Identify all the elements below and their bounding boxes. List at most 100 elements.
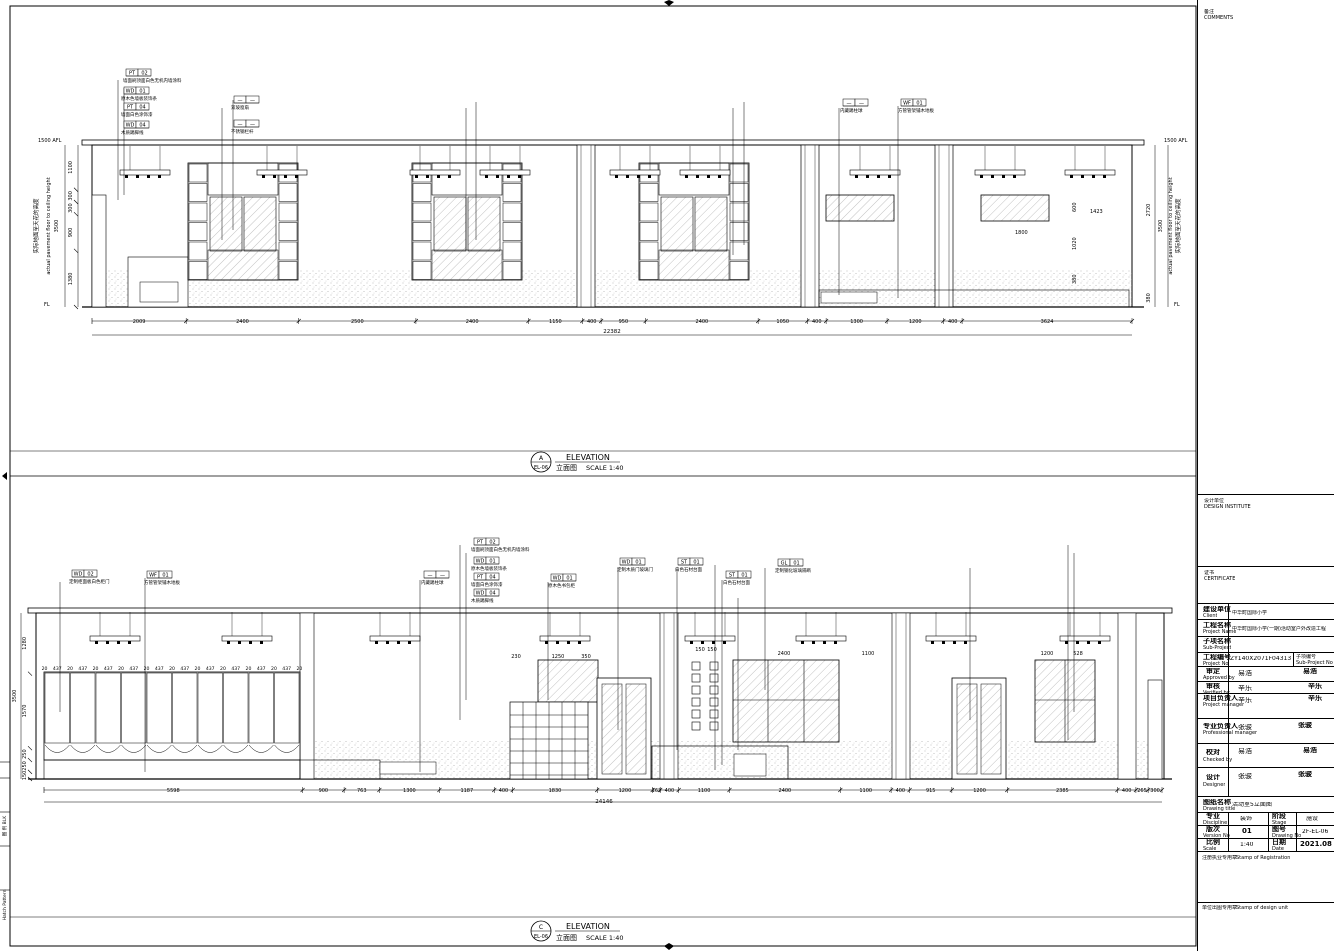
tb-unit-stamp-label: 单位出图专用章	[1202, 905, 1238, 911]
elev-a-side-label-cn-right: 实际地面至天花的高度	[1174, 198, 1182, 254]
center-mark-bottom	[664, 943, 674, 950]
elev-c-callout-num-5: 04	[489, 574, 495, 580]
elev-a-callout-text-2: 墙面白色涂饰漆	[121, 111, 153, 118]
elev-c-callout-code-9: ST	[681, 559, 688, 565]
elev-c-dim-14: 915	[926, 788, 936, 794]
elev-c-hdim-4: 150	[22, 771, 28, 781]
tb-subproject-label: 子项名称	[1203, 638, 1231, 644]
elev-a-level-top: 1500 AFL	[38, 138, 62, 144]
elev-c-callout-num-6: 04	[489, 590, 495, 596]
elev-a-callout-code-3: WD	[126, 122, 135, 128]
elev-a-callout-text-5: 不锈钢栏杆	[231, 128, 254, 135]
locker-dim-2: 20	[67, 666, 73, 672]
elev-c-height-total: 3500	[12, 690, 18, 703]
tb-discipline-label-en: Discipline	[1203, 820, 1228, 826]
tb-stage-label: 阶段	[1272, 813, 1286, 819]
tb-comments-cn: 备注	[1204, 9, 1215, 15]
elev-c-callout-code-2: —	[428, 572, 433, 578]
elev-c-callout-text-10: 白色石材台面	[723, 579, 750, 586]
elev-c-dim-2: 763	[357, 788, 367, 794]
elev-a-scale: SCALE 1:40	[586, 464, 624, 472]
tb-verified-sign: 辛乐	[1308, 683, 1322, 689]
elev-a-dim-9: 400	[812, 319, 822, 325]
elev-a-title: ELEVATION	[566, 453, 610, 462]
elev-c-callout-text-8: 定制木质门玻璃门	[617, 566, 653, 573]
elev-a-dim-2: 2500	[351, 319, 364, 325]
tb-subproject-no-label-en: Sub-Project No	[1296, 660, 1333, 666]
door-dim-8: 528	[1073, 651, 1083, 657]
elev-a-callout-code-5: —	[238, 121, 243, 127]
tb-scale-label: 比例	[1206, 839, 1220, 845]
locker-dim-4: 20	[93, 666, 99, 672]
tb-project-no-label-en: Project No	[1203, 661, 1229, 667]
elev-c-dim-5: 400	[499, 788, 509, 794]
tb-stage: 施设	[1306, 816, 1319, 822]
door-dim-5: 2400	[778, 651, 791, 657]
tb-checked-by: 易浩	[1238, 748, 1252, 754]
door-dim-6: 1100	[862, 651, 875, 657]
elev-a-callout-code-2: PT	[127, 104, 134, 110]
elev-c-dim-3: 1300	[403, 788, 416, 794]
locker-dim-5: 437	[104, 666, 113, 672]
elev-c-dim-19: 300	[1150, 788, 1160, 794]
left-hatch-strip: 图 例 BLK Hatch Pattern	[0, 761, 10, 920]
tb-project-no: ZY140X2071F04313	[1230, 656, 1292, 662]
elev-c-callout-code-5: PT	[477, 574, 484, 580]
tb-drawing-title-label: 图纸名称	[1203, 799, 1231, 805]
tb-designer-label-en: Designer	[1203, 782, 1226, 788]
elev-c-callout-num-1: 01	[162, 572, 168, 578]
elev-c-callout-num-4: 01	[489, 558, 495, 564]
locker-dim-6: 20	[118, 666, 124, 672]
tb-pm: 辛乐	[1238, 697, 1252, 703]
elev-a-callout-code-1: WD	[126, 88, 135, 94]
locker-dim-16: 20	[246, 666, 252, 672]
tb-reg-stamp-label-en: Stamp of Registration	[1236, 855, 1291, 861]
elev-c-callout-code-1: WF	[149, 572, 157, 578]
tb-verified-label: 审核	[1206, 683, 1220, 689]
elev-a-dim-4: 1150	[549, 319, 562, 325]
elev-c-dim-18: 265	[1137, 788, 1147, 794]
elev-c-dim-8: 163	[652, 788, 662, 794]
tb-pm-sign: 辛乐	[1308, 695, 1322, 701]
tb-project-label: 工程名称	[1203, 622, 1231, 628]
tb-drawing-no: 2F-EL-06	[1302, 829, 1329, 835]
elev-a-dim-5: 400	[587, 319, 597, 325]
tb-project-label-en: Project Name	[1203, 629, 1237, 635]
elev-c-dim-17: 400	[1122, 788, 1132, 794]
elev-a-win-dim-2: 1800	[1015, 230, 1028, 236]
tb-drawing-no-label: 图号	[1272, 826, 1286, 832]
elev-a-callout-text-3: 木质踢脚线	[121, 129, 144, 136]
elev-a-dim-0: 2009	[133, 319, 146, 325]
elev-c-callout-num-3: 02	[489, 539, 495, 545]
elev-c-scale: SCALE 1:40	[586, 934, 624, 942]
elev-a-callout-num-1: 01	[139, 88, 145, 94]
elev-c-dim-6: 1830	[549, 788, 562, 794]
locker-dim-7: 437	[129, 666, 138, 672]
elev-c-title: ELEVATION	[566, 922, 610, 931]
elev-a-win-dim-4: 1020	[1072, 237, 1078, 250]
tb-subproject-no-label: 子项编号	[1296, 654, 1317, 660]
tb-drawing-title: 活动室5立面图	[1232, 802, 1272, 808]
locker-dim-14: 20	[220, 666, 226, 672]
locker-dim-18: 20	[271, 666, 277, 672]
elev-c-callout-num-7: 01	[566, 575, 572, 581]
elev-a-win-dim-1: 1423	[1090, 209, 1103, 215]
elev-a-callout-text-7: 内藏踢柱球	[840, 107, 863, 114]
center-mark-top	[664, 0, 674, 6]
elev-c-dim-11: 2400	[779, 788, 792, 794]
elev-a-side-label-en-right: actual pavement floor to ceiling height	[1168, 177, 1174, 274]
locker-dim-0: 20	[42, 666, 48, 672]
tb-scale: 1:40	[1240, 842, 1254, 848]
tb-approved-by: 易浩	[1238, 670, 1252, 676]
elev-a-dim-7: 2400	[696, 319, 709, 325]
elev-c-callout-text-3: 墙面刷顶面白色无机内墙涂料	[471, 546, 530, 553]
locker-dim-11: 437	[180, 666, 189, 672]
tb-designer: 张骏	[1238, 773, 1252, 779]
elev-c-dim-7: 1200	[619, 788, 632, 794]
elev-c-dim-1: 900	[319, 788, 329, 794]
elev-a-callout-num-3: 04	[139, 122, 145, 128]
elev-a-ref-letter: A	[539, 455, 544, 462]
tb-certificate-en: CERTIFICATE	[1204, 576, 1236, 582]
locker-dim-20: 20	[297, 666, 303, 672]
